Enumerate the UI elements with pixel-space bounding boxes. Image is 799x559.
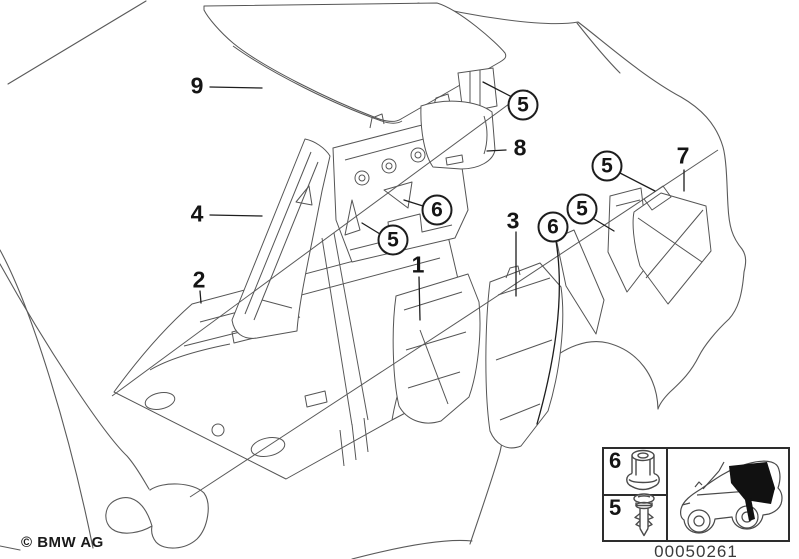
grommet-icon	[623, 447, 663, 496]
car-location-thumbnail	[668, 449, 788, 540]
legend-label-5: 5	[609, 494, 622, 520]
leader-lines	[199, 81, 685, 425]
legend-row-grommet: 6	[604, 449, 666, 496]
callout-circle-6-mid: 6	[537, 211, 569, 243]
expansion-rivet-icon	[625, 492, 663, 543]
callout-circle-5-top: 5	[507, 89, 539, 121]
callout-8: 8	[513, 134, 527, 161]
part-8-insulation	[420, 100, 496, 170]
callout-circle-6-left: 6	[421, 194, 453, 226]
part-4-pillar-insulation	[231, 138, 331, 339]
part-7-insulation-wedge	[632, 185, 712, 305]
fastener-legend-items: 6 5	[604, 449, 668, 540]
part-1-wheelhouse-insulation	[392, 273, 481, 424]
highlighted-area	[729, 462, 775, 521]
body-beltline-lines	[111, 89, 719, 498]
legend-row-rivet: 5	[604, 493, 666, 541]
callout-3: 3	[506, 207, 520, 234]
fastener-legend-box: 6 5	[602, 447, 790, 542]
callout-7: 7	[676, 142, 690, 169]
callout-circle-5-mid: 5	[566, 193, 598, 225]
callout-circle-5-left: 5	[377, 224, 409, 256]
part-9-shelf-insulation	[203, 2, 507, 124]
callout-circle-5-right: 5	[591, 150, 623, 182]
part-3-wheelhouse-insulation	[485, 262, 564, 449]
callout-4: 4	[190, 200, 204, 227]
callout-9: 9	[190, 72, 204, 99]
diagram-plate-number: 00050261	[654, 542, 738, 559]
callout-2: 2	[192, 266, 206, 293]
legend-label-6: 6	[609, 448, 622, 473]
callout-1: 1	[411, 251, 425, 278]
copyright-text: © BMW AG	[21, 534, 104, 551]
